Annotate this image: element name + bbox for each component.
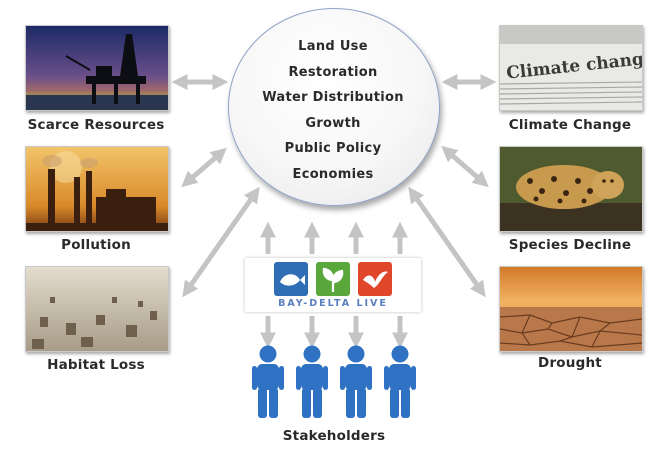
- person-icon: [340, 345, 372, 418]
- arrow-drought: [408, 186, 486, 298]
- arrow-species-decline: [441, 145, 489, 188]
- cracked-earth-photo: [499, 266, 643, 352]
- person-icon: [252, 345, 284, 418]
- arrow-pollution: [181, 147, 227, 188]
- newspaper-photo: Climate change: [499, 25, 643, 111]
- bay-delta-live-logo: BAY-DELTA LIVE: [245, 258, 421, 312]
- caption-species-decline: Species Decline: [508, 237, 632, 253]
- central-hub-circle: [228, 8, 440, 206]
- hub-item-public-policy: Public Policy: [284, 141, 382, 156]
- caption-stakeholders: Stakeholders: [282, 428, 386, 444]
- hub-topic-list: Land Use Restoration Water Distribution …: [228, 34, 438, 187]
- person-icon: [384, 345, 416, 418]
- oil-rig-photo: [25, 25, 169, 111]
- caption-habitat-loss: Habitat Loss: [47, 357, 145, 373]
- hub-item-economies: Economies: [292, 166, 374, 182]
- hub-item-water-distribution: Water Distribution: [262, 90, 404, 105]
- logo-plant-icon: [316, 262, 350, 296]
- caption-scarce-resources: Scarce Resources: [27, 117, 165, 133]
- logo-bird-icon: [358, 262, 392, 296]
- leopard-photo: [499, 146, 643, 232]
- caption-climate-change: Climate Change: [508, 117, 632, 133]
- hub-item-restoration: Restoration: [288, 64, 378, 80]
- person-icon: [296, 345, 328, 418]
- factory-smokestacks-photo: [25, 146, 169, 232]
- logo-text: BAY-DELTA LIVE: [278, 298, 388, 309]
- hub-item-land-use: Land Use: [298, 39, 368, 54]
- hub-item-growth: Growth: [305, 115, 361, 131]
- caption-drought: Drought: [538, 355, 602, 371]
- caption-pollution: Pollution: [61, 237, 131, 253]
- logo-fish-icon: [274, 262, 308, 296]
- tree-stumps-photo: [25, 266, 169, 352]
- arrow-habitat-loss: [182, 186, 260, 298]
